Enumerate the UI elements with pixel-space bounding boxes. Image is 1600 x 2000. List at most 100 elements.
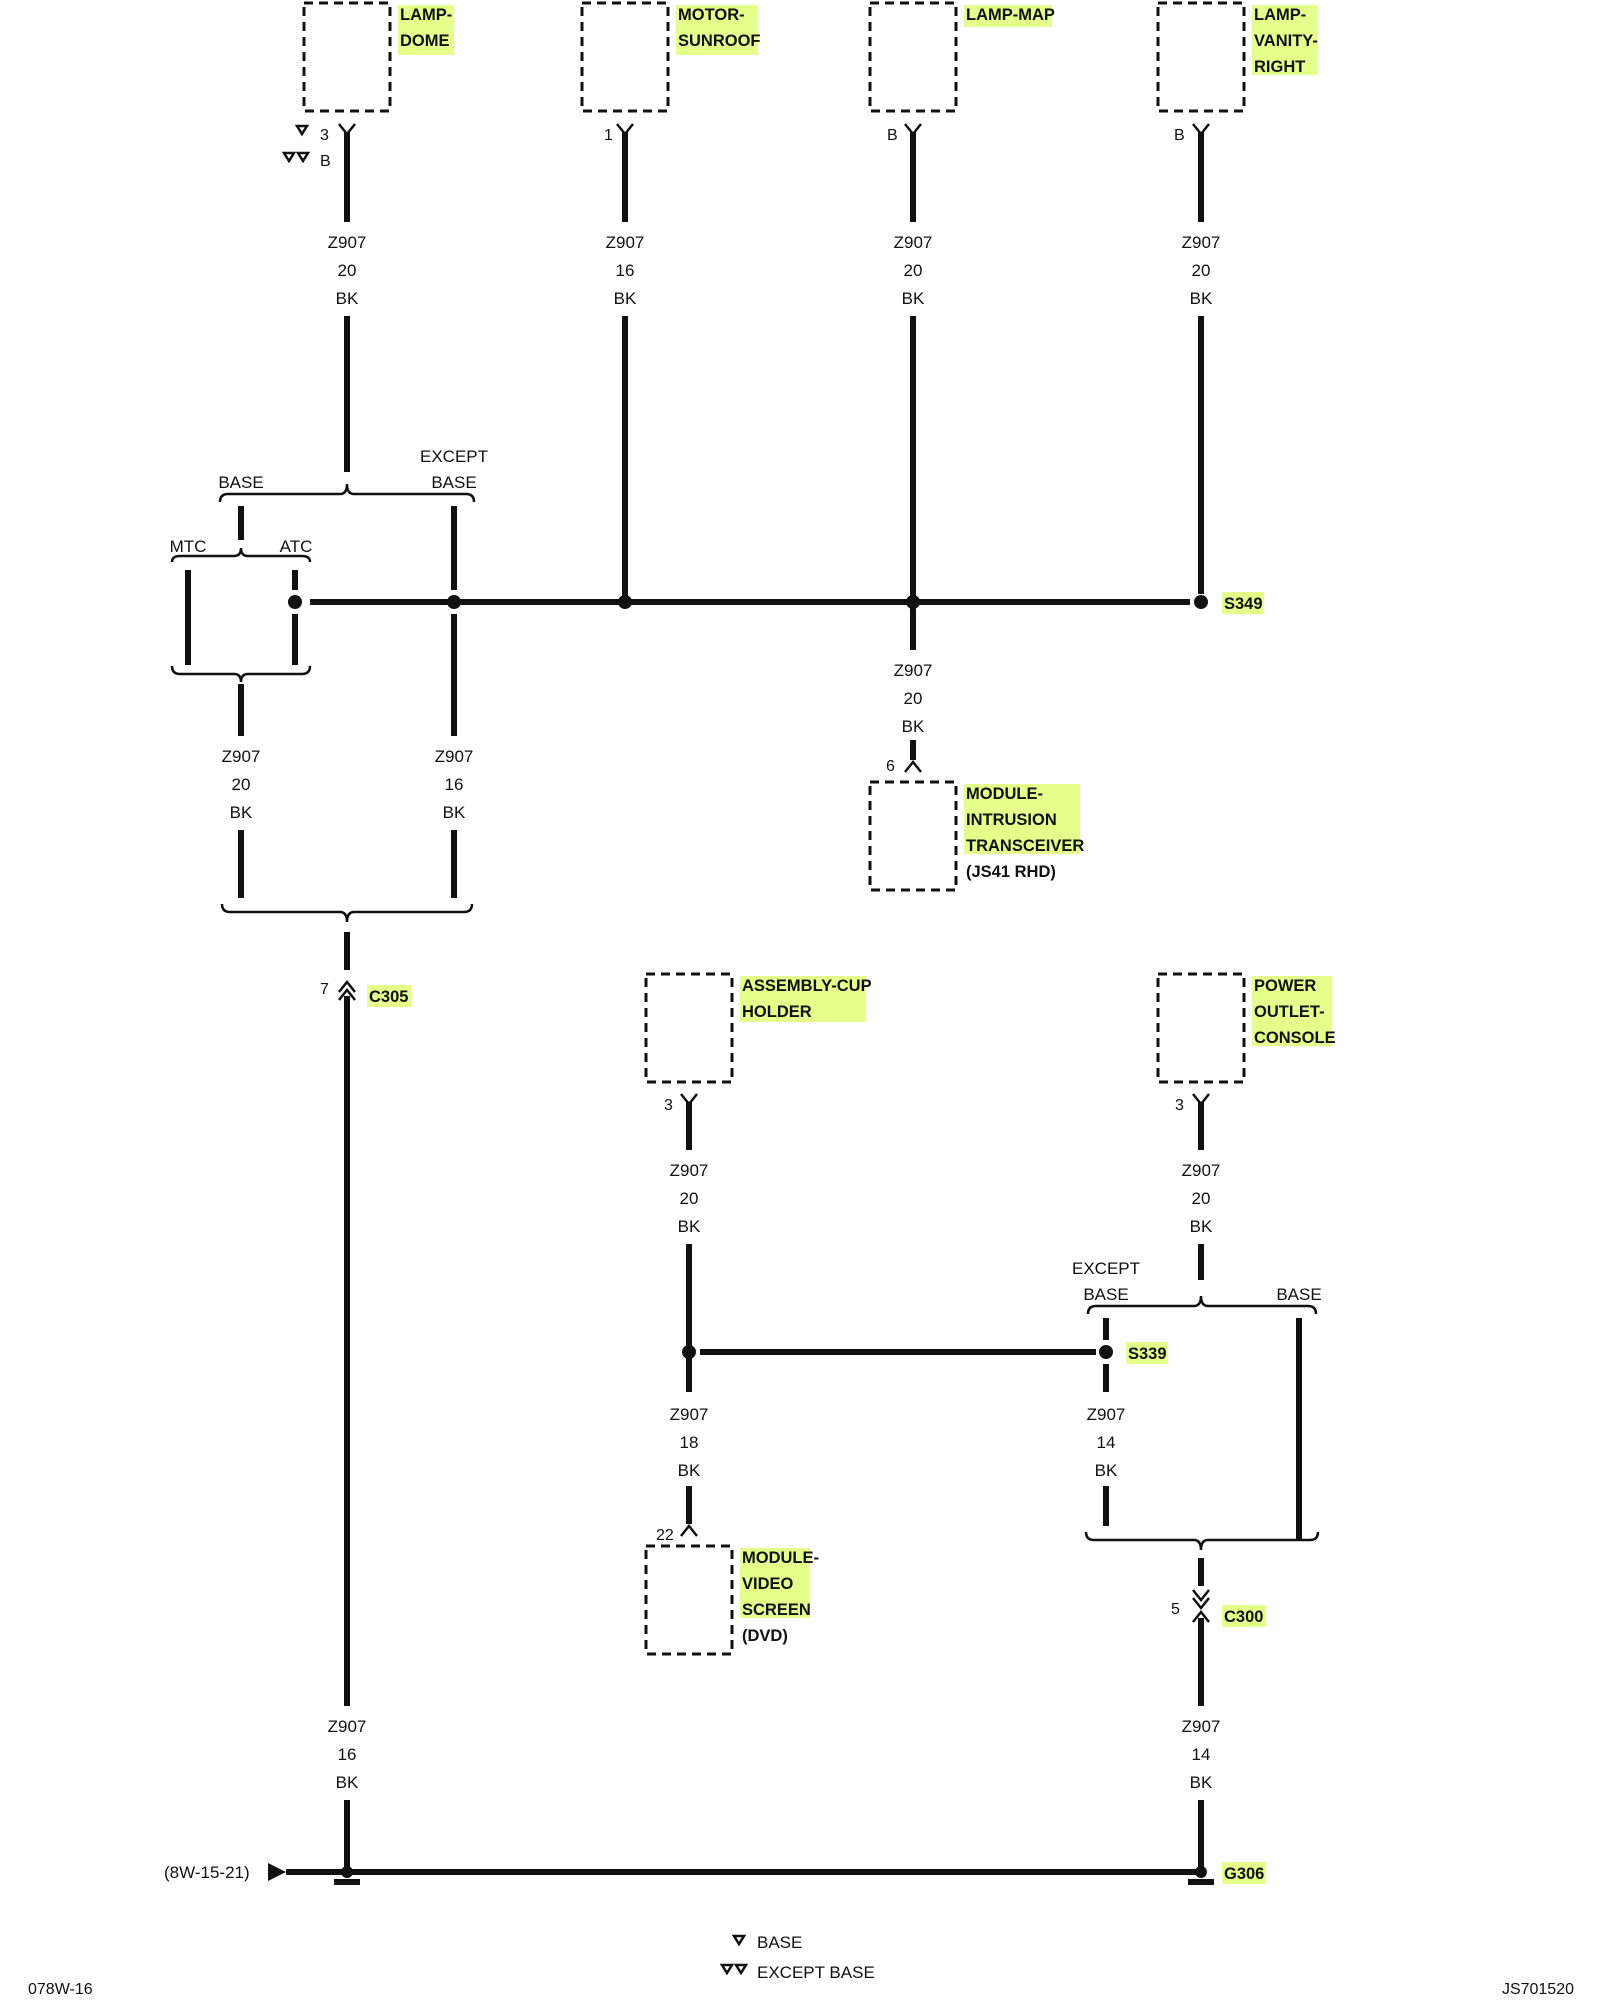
lamp-map-label: LAMP-MAP	[966, 6, 1055, 24]
except-base-marker-icon	[281, 151, 311, 164]
cup-holder-label-1: ASSEMBLY-CUP	[742, 977, 872, 995]
svg-text:Z907: Z907	[1087, 1405, 1126, 1424]
connector-c300[interactable]: 5 C300	[1171, 1589, 1266, 1627]
svg-text:BK: BK	[902, 289, 925, 308]
svg-text:20: 20	[1192, 1189, 1211, 1208]
video-label-2: VIDEO	[742, 1575, 794, 1593]
ground-ref-label: (8W-15-21)	[164, 1863, 250, 1882]
lamp-vanity-label-3: RIGHT	[1254, 58, 1305, 76]
wire-label-dome: Z907 20 BK	[328, 233, 367, 308]
svg-text:Z907: Z907	[670, 1405, 709, 1424]
option-base-label: BASE	[218, 473, 263, 492]
svg-text:20: 20	[680, 1189, 699, 1208]
lamp-dome-label-1: LAMP-	[400, 6, 452, 24]
wire-label-sunroof: Z907 16 BK	[606, 233, 645, 308]
svg-text:Z907: Z907	[606, 233, 645, 252]
motor-sunroof-pin: 1	[604, 127, 613, 144]
intrusion-label-1: MODULE-	[966, 785, 1043, 803]
splice-dot	[1099, 1345, 1113, 1359]
component-lamp-vanity-right[interactable]: LAMP- VANITY- RIGHT B	[1156, 1, 1318, 144]
connector-c305[interactable]: 7 C305	[320, 979, 411, 1007]
svg-text:16: 16	[616, 261, 635, 280]
option-brace-lower-close	[1084, 1531, 1320, 1551]
svg-text:14: 14	[1192, 1745, 1211, 1764]
option-brace-mtc-atc	[170, 547, 312, 563]
svg-text:Z907: Z907	[1182, 1161, 1221, 1180]
svg-text:20: 20	[904, 261, 923, 280]
component-power-outlet-console[interactable]: POWER OUTLET- CONSOLE 3	[1156, 972, 1336, 1114]
svg-text:16: 16	[338, 1745, 357, 1764]
svg-text:16: 16	[445, 775, 464, 794]
lamp-map-pin: B	[887, 127, 898, 144]
option-except2-base-label: BASE	[1083, 1285, 1128, 1304]
svg-text:Z907: Z907	[670, 1161, 709, 1180]
lamp-dome-pin-base: 3	[320, 127, 329, 144]
option-base2-label: BASE	[1276, 1285, 1321, 1304]
intrusion-label-3: TRANSCEIVER	[966, 837, 1084, 855]
svg-text:Z907: Z907	[894, 233, 933, 252]
component-lamp-map[interactable]: LAMP-MAP B	[868, 1, 1055, 144]
power-outlet-label-1: POWER	[1254, 977, 1316, 995]
video-label-3: SCREEN	[742, 1601, 811, 1619]
video-note: (DVD)	[742, 1627, 788, 1645]
wire-label-outlet: Z907 20 BK	[1182, 1161, 1221, 1236]
svg-text:S339: S339	[1128, 1345, 1167, 1363]
cup-holder-pin: 3	[664, 1097, 673, 1114]
component-module-video-screen[interactable]: 22 MODULE- VIDEO SCREEN (DVD)	[644, 1523, 819, 1656]
svg-text:BK: BK	[678, 1461, 701, 1480]
wire-label-intrusion: Z907 20 BK	[894, 661, 933, 736]
wire-label-mtc-atc: Z907 20 BK	[222, 747, 261, 822]
svg-text:BK: BK	[1190, 1773, 1213, 1792]
lamp-vanity-pin: B	[1174, 127, 1185, 144]
lamp-vanity-label-2: VANITY-	[1254, 32, 1318, 50]
c305-label: C305	[369, 988, 408, 1006]
footer-page-code: 078W-16	[28, 1981, 93, 1998]
splice-dot	[1194, 595, 1208, 609]
svg-text:20: 20	[338, 261, 357, 280]
splice-dot	[447, 595, 461, 609]
splice-s349[interactable]: S349	[1222, 592, 1264, 614]
wire-label-s339: Z907 14 BK	[1087, 1405, 1126, 1480]
c305-pin: 7	[320, 981, 329, 998]
c300-label: C300	[1224, 1608, 1263, 1626]
option-brace	[218, 483, 476, 503]
motor-sunroof-label-2: SUNROOF	[678, 32, 761, 50]
lamp-dome-pin-except: B	[320, 153, 331, 170]
g306-label: G306	[1224, 1865, 1264, 1883]
svg-text:BK: BK	[614, 289, 637, 308]
cup-holder-label-2: HOLDER	[742, 1003, 812, 1021]
svg-text:Z907: Z907	[328, 1717, 367, 1736]
base-marker-icon	[294, 124, 310, 137]
component-lamp-dome[interactable]: LAMP- DOME 3 B	[281, 1, 454, 170]
option-brace-join	[220, 903, 474, 923]
option-except2-label: EXCEPT	[1072, 1259, 1140, 1278]
svg-text:Z907: Z907	[1182, 233, 1221, 252]
svg-text:BK: BK	[1190, 1217, 1213, 1236]
wire-label-video: Z907 18 BK	[670, 1405, 709, 1480]
svg-text:20: 20	[232, 775, 251, 794]
legend: BASE EXCEPT BASE	[719, 1933, 875, 1982]
component-module-intrusion-transceiver[interactable]: 6 MODULE- INTRUSION TRANSCEIVER (JS41 RH…	[868, 758, 1084, 892]
option-brace-lower	[1086, 1295, 1318, 1315]
lamp-vanity-label-1: LAMP-	[1254, 6, 1306, 24]
svg-text:BK: BK	[230, 803, 253, 822]
svg-text:Z907: Z907	[328, 233, 367, 252]
component-motor-sunroof[interactable]: MOTOR- SUNROOF 1	[580, 1, 761, 144]
motor-sunroof-label-1: MOTOR-	[678, 6, 745, 24]
splice-dot	[618, 595, 632, 609]
splice-dot	[288, 595, 302, 609]
intrusion-label-2: INTRUSION	[966, 811, 1057, 829]
footer-figure-id: JS701520	[1502, 1981, 1574, 1998]
svg-text:BK: BK	[902, 717, 925, 736]
video-pin: 22	[656, 1527, 674, 1544]
intrusion-pin: 6	[886, 758, 895, 775]
legend-except-base-label: EXCEPT BASE	[757, 1963, 875, 1982]
ground-ref-arrow-icon	[268, 1863, 286, 1881]
wire-label-vanity: Z907 20 BK	[1182, 233, 1221, 308]
wire-label-except: Z907 16 BK	[435, 747, 474, 822]
power-outlet-label-3: CONSOLE	[1254, 1029, 1336, 1047]
wire-label-cup: Z907 20 BK	[670, 1161, 709, 1236]
component-assembly-cup-holder[interactable]: ASSEMBLY-CUP HOLDER 3	[644, 972, 872, 1114]
splice-s339[interactable]: S339	[1126, 1342, 1168, 1364]
ground-g306[interactable]: G306	[1188, 1862, 1266, 1885]
